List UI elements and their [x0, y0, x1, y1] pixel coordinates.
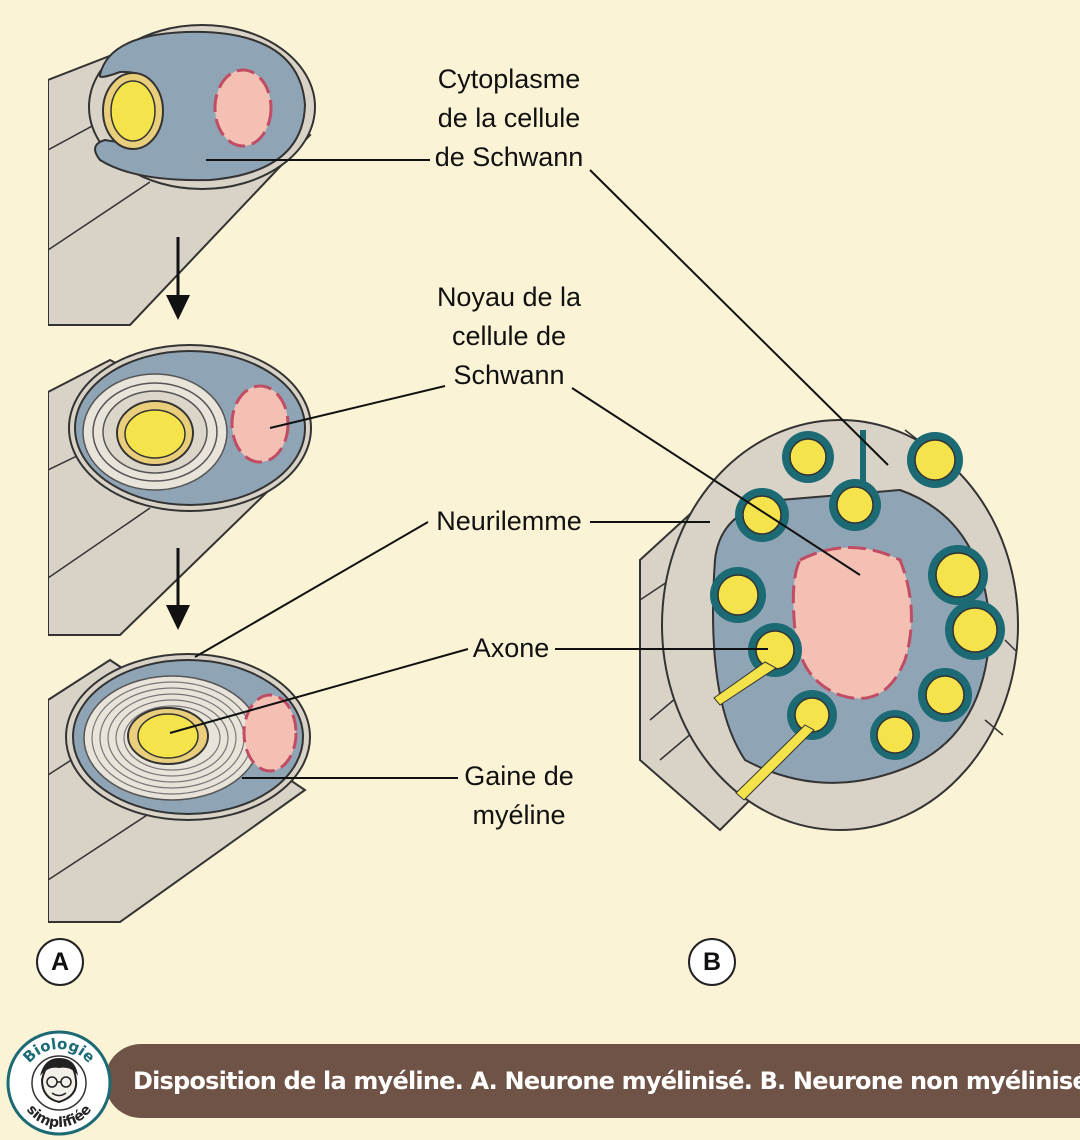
stage-3-myelin-sheath: [48, 653, 311, 923]
panel-b-illustration: [639, 419, 1019, 832]
panel-a-badge: A: [36, 938, 84, 986]
label-nucleus-line-3: Schwann: [453, 360, 565, 390]
panel-a-illustration: [48, 24, 316, 923]
stage-2-wrapping: [48, 344, 312, 636]
label-cytoplasm: Cytoplasme de la cellule de Schwann: [424, 60, 594, 177]
caption-text: Disposition de la myéline. A. Neurone my…: [133, 1067, 1080, 1095]
label-nucleus: Noyau de la cellule de Schwann: [424, 278, 594, 395]
label-axon: Axone: [472, 633, 550, 663]
stage-arrows: [166, 237, 190, 630]
stage-1-schwann-cell: [48, 24, 316, 326]
leader-lines: [169, 159, 889, 779]
caption-bar: Disposition de la myéline. A. Neurone my…: [105, 1044, 1080, 1118]
label-neurilemma: Neurilemme: [436, 506, 582, 536]
label-cytoplasm-line-2: de la cellule: [437, 103, 581, 133]
label-nucleus-line-1: Noyau de la: [436, 282, 582, 312]
axon-pockets: [710, 430, 1005, 801]
face-icon: [40, 1058, 78, 1104]
panel-b-badge: B: [688, 938, 736, 986]
label-myelin-line-2: myéline: [472, 800, 566, 830]
label-cytoplasm-line-1: Cytoplasme: [437, 64, 581, 94]
label-cytoplasm-line-3: de Schwann: [434, 142, 584, 172]
label-myelin: Gaine de myéline: [450, 757, 588, 835]
label-nucleus-line-2: cellule de: [451, 321, 567, 351]
label-myelin-line-1: Gaine de: [464, 761, 574, 791]
biologie-simplifiee-logo: Biologie simplifiée: [6, 1030, 112, 1136]
